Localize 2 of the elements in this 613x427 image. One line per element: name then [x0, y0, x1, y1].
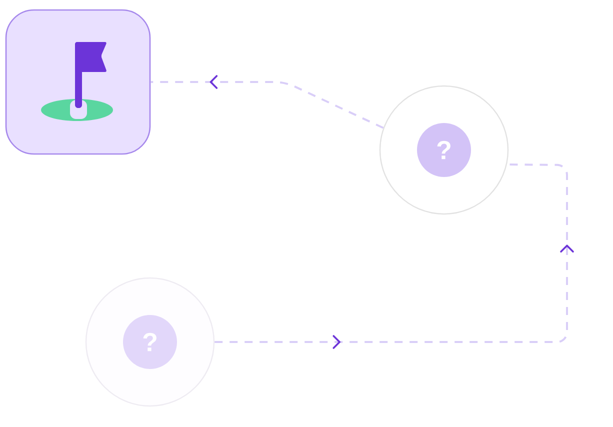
- dashed-connector: [214, 164, 574, 349]
- dashed-connector: [150, 75, 384, 129]
